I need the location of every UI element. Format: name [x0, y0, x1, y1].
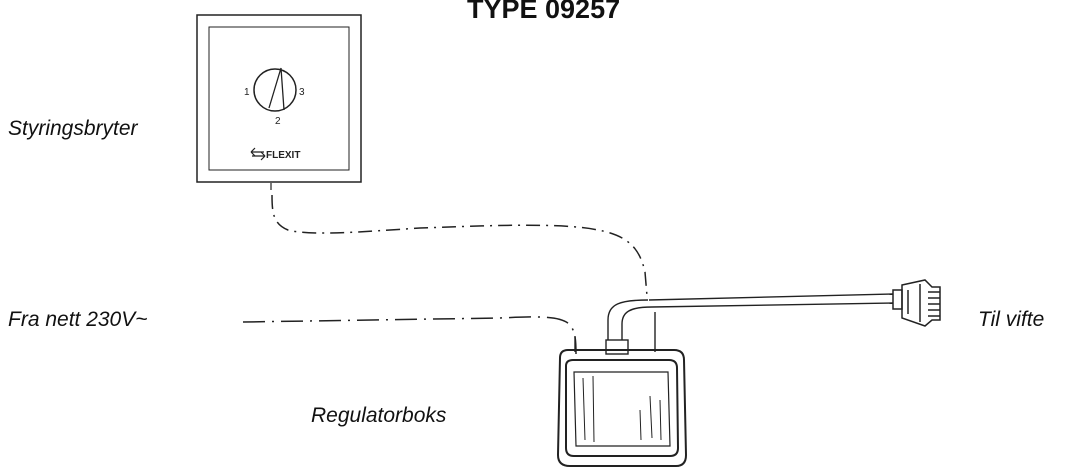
- control-cable: [271, 194, 648, 297]
- cable-entry-pipe: [574, 299, 656, 352]
- dial-position-1: 1: [244, 87, 250, 98]
- control-switch-panel: [196, 14, 362, 183]
- regulator-box-label: Regulatorboks: [311, 404, 447, 427]
- fan-plug-icon: [892, 279, 941, 327]
- mains-cable: [242, 316, 577, 355]
- fan-output-label: Til vifte: [978, 308, 1045, 331]
- dial-icon: [253, 67, 297, 112]
- fan-cable: [648, 293, 894, 308]
- connector-block: [605, 339, 629, 355]
- diagram-title: TYPE 09257: [467, 0, 621, 24]
- mains-input-label: Fra nett 230V~: [8, 308, 148, 331]
- dial-position-2: 2: [275, 116, 281, 127]
- regulator-box: [556, 349, 688, 467]
- dial-position-3: 3: [299, 87, 305, 98]
- flexit-arrows-icon: [250, 147, 266, 161]
- control-switch-label: Styringsbryter: [8, 117, 138, 140]
- brand-logo-text: FLEXIT: [266, 150, 300, 161]
